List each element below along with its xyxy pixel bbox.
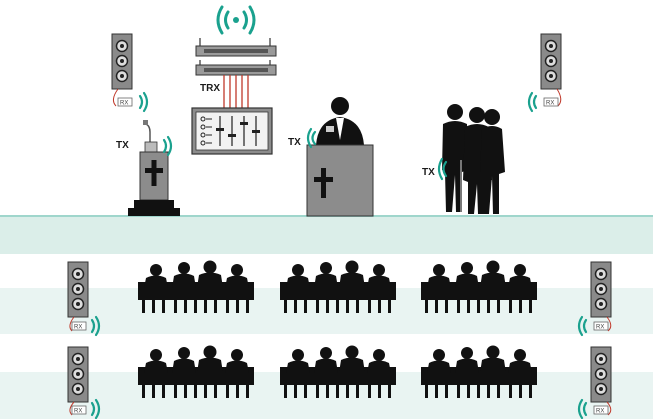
receiver-icon xyxy=(71,405,87,415)
speaker-icon xyxy=(590,346,612,403)
cross-icon xyxy=(145,160,163,186)
tx-lectern-label: TX xyxy=(116,140,129,151)
rack-unit-icon xyxy=(195,38,277,76)
receiver-label: RX xyxy=(120,101,128,107)
speaker-cable xyxy=(556,88,562,107)
choir-silhouettes xyxy=(442,104,505,214)
stage-floor xyxy=(0,216,653,254)
receiver-label: RX xyxy=(596,325,604,331)
wireless-waves-icon xyxy=(527,91,534,113)
speaker-icon xyxy=(590,261,612,318)
tx-choir-label: TX xyxy=(422,167,435,178)
receiver-icon xyxy=(117,97,133,107)
wireless-waves-icon xyxy=(162,138,168,154)
antenna-dot xyxy=(233,17,239,23)
rack-to-mixer-cables xyxy=(223,75,249,108)
receiver-icon xyxy=(543,97,559,107)
speaker-cable xyxy=(69,316,75,332)
wireless-waves-icon xyxy=(582,401,588,417)
speaker-cable xyxy=(112,88,119,107)
receiver-icon xyxy=(71,321,87,331)
cross-icon xyxy=(314,168,333,198)
wireless-waves-icon xyxy=(311,130,317,146)
speaker-icon xyxy=(67,261,89,318)
wireless-waves-icon xyxy=(90,318,96,334)
tx-pastor-label: TX xyxy=(288,137,301,148)
wireless-waves-icon xyxy=(248,5,256,35)
speaker-icon xyxy=(540,33,562,90)
wireless-waves-icon xyxy=(90,401,96,417)
receiver-label: RX xyxy=(596,409,604,415)
speaker-icon xyxy=(67,346,89,403)
speaker-cable xyxy=(69,401,75,416)
receiver-label: RX xyxy=(74,409,82,415)
receiver-icon xyxy=(593,405,609,415)
wireless-waves-icon xyxy=(224,10,230,30)
wireless-waves-icon xyxy=(437,157,444,181)
wireless-waves-icon xyxy=(138,94,144,110)
mixer-icon xyxy=(191,107,273,155)
wireless-waves-icon xyxy=(582,318,588,334)
wireless-waves-icon xyxy=(94,315,101,337)
wireless-waves-icon xyxy=(306,127,313,149)
wireless-waves-icon xyxy=(216,5,224,35)
pastor-silhouette xyxy=(316,97,364,145)
wireless-waves-icon xyxy=(94,398,101,419)
receiver-label: RX xyxy=(546,101,554,107)
receiver-icon xyxy=(593,321,609,331)
wireless-waves-icon xyxy=(142,91,149,113)
receiver-label: RX xyxy=(74,325,82,331)
speaker-icon xyxy=(111,33,133,90)
wireless-waves-icon xyxy=(442,160,448,178)
trx-label: TRX xyxy=(200,83,220,94)
wireless-waves-icon xyxy=(242,10,248,30)
speaker-cable xyxy=(606,401,612,416)
wireless-waves-icon xyxy=(577,315,584,337)
speaker-cable xyxy=(606,316,612,332)
wireless-waves-icon xyxy=(532,94,538,110)
wireless-waves-icon xyxy=(577,398,584,419)
wireless-waves-icon xyxy=(166,135,173,157)
